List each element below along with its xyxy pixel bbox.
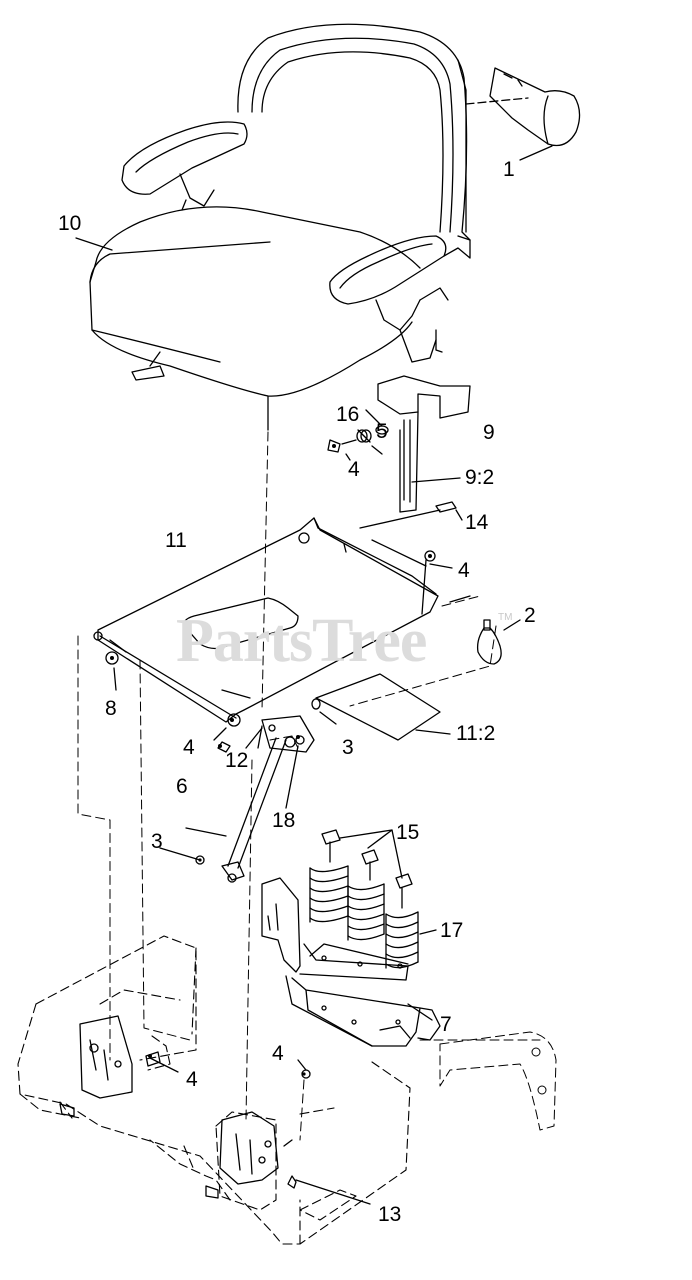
callout-11-2: 11:2 (456, 722, 496, 745)
callout-5: 5 (376, 420, 388, 443)
part-1-seat-switch (465, 67, 581, 161)
callout-4: 4 (458, 559, 470, 582)
callout-15: 15 (396, 821, 420, 844)
frame-left-plate (59, 1015, 161, 1117)
part-14-bolt (359, 501, 463, 529)
callout-3: 3 (342, 736, 354, 759)
callout-2: 2 (524, 604, 536, 627)
part-6-rod (185, 737, 287, 883)
part-9-bracket (377, 375, 471, 513)
callout-7: 7 (440, 1013, 452, 1036)
part-11-plate (93, 517, 471, 727)
callout-4: 4 (183, 736, 195, 759)
callout-13: 13 (378, 1203, 402, 1226)
phantom-lines (77, 431, 541, 1141)
callout-9: 9 (483, 421, 495, 444)
leader-lines (75, 237, 453, 1079)
callout-8: 8 (105, 697, 117, 720)
hardware-16-5-4 (327, 409, 389, 461)
right-bracket-phantom (439, 1031, 557, 1131)
callout-10: 10 (58, 212, 82, 235)
frame-right-plate (205, 1111, 371, 1205)
callout-1: 1 (503, 158, 515, 181)
part-2-knob (476, 619, 521, 665)
hardware-dots (110, 444, 432, 1076)
callout-14: 14 (465, 511, 489, 534)
callout-12: 12 (225, 749, 249, 772)
callout-4: 4 (272, 1042, 284, 1065)
callout-16: 16 (336, 403, 360, 426)
callout-17: 17 (440, 919, 464, 942)
callout-4: 4 (186, 1068, 198, 1091)
springs-15-17 (309, 829, 437, 969)
part-10-seat (89, 23, 471, 431)
callout-3: 3 (151, 830, 163, 853)
watermark-tm: TM (498, 612, 513, 623)
callout-4: 4 (348, 458, 360, 481)
callout-6: 6 (176, 775, 188, 798)
part-7-bracket (261, 877, 441, 1047)
callout-11: 11 (165, 529, 187, 552)
watermark-text: PartsTree (176, 607, 427, 675)
part-11-2-decal (315, 673, 451, 741)
callout-9-2: 9:2 (465, 466, 495, 489)
callout-18: 18 (272, 809, 296, 832)
